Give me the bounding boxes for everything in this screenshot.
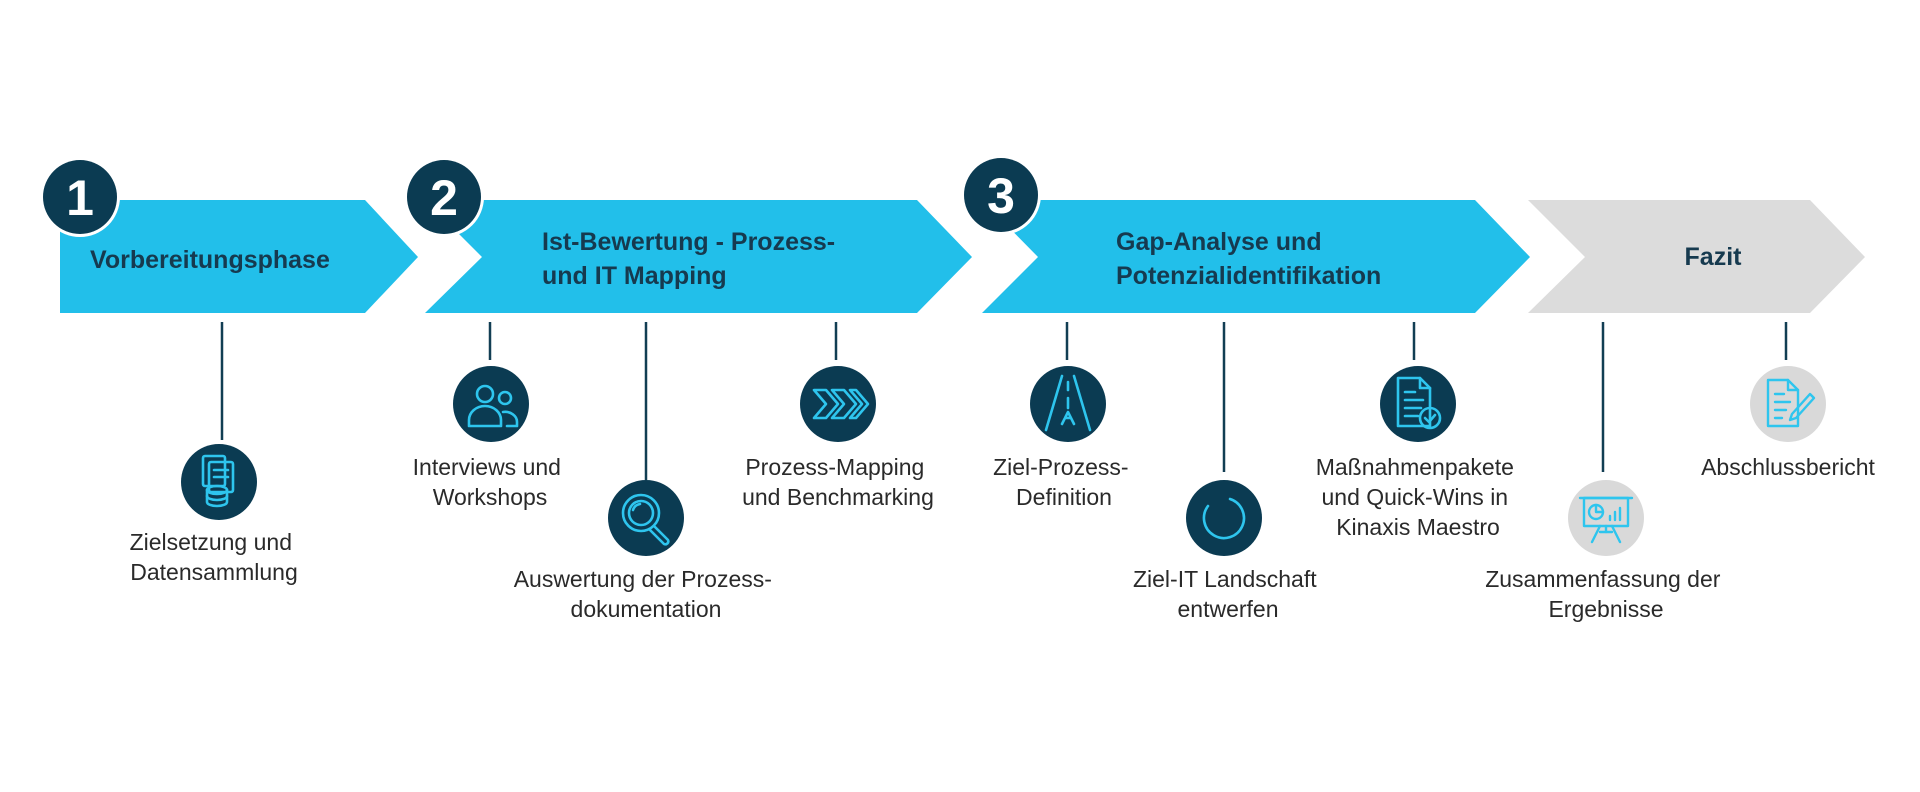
document-pen-icon: [1750, 366, 1826, 442]
step-label-zielsetzung: Zielsetzung und Datensammlung: [130, 529, 299, 585]
phase-2-arrow: [425, 200, 972, 313]
checklist-document-icon: [1380, 366, 1456, 442]
step-label-massnahmen: Maßnahmenpakete und Quick-Wins in Kinaxi…: [1316, 454, 1521, 540]
phase-2-number-badge: 2: [404, 157, 484, 237]
step-label-abschlussbericht: Abschlussbericht: [1701, 454, 1875, 480]
double-chevron-icon: [800, 366, 876, 442]
document-database-icon: [181, 444, 257, 520]
step-label-interviews: Interviews und Workshops: [413, 454, 568, 510]
svg-text:3: 3: [987, 168, 1015, 224]
step-label-ziel-it: Ziel-IT Landschaft entwerfen: [1133, 566, 1323, 622]
ring-icon: [1186, 480, 1262, 556]
phase-3-arrow: [982, 200, 1530, 313]
phase-1-number-badge: 1: [40, 157, 120, 237]
phase-2-title: Ist-Bewertung - Prozess- und IT Mapping: [542, 228, 842, 290]
phase-1-arrow: [60, 200, 418, 313]
magnifier-icon: [608, 480, 684, 556]
phase-3-title: Gap-Analyse und Potenzialidentifikation: [1116, 228, 1381, 290]
road-icon: [1030, 366, 1106, 442]
phase-4-arrow: [1528, 200, 1865, 313]
svg-text:1: 1: [66, 170, 94, 226]
phase-4-title: Fazit: [1685, 243, 1743, 271]
phase-1-title: Vorbereitungsphase: [90, 246, 330, 274]
step-label-prozess-mapping: Prozess-Mapping und Benchmarking: [742, 454, 934, 510]
svg-text:2: 2: [430, 170, 458, 226]
people-icon: [453, 366, 529, 442]
phase-3-number-badge: 3: [961, 155, 1041, 235]
presentation-board-icon: [1568, 480, 1644, 556]
step-label-ziel-prozess: Ziel-Prozess- Definition: [993, 454, 1135, 510]
step-label-auswertung: Auswertung der Prozess- dokumentation: [514, 566, 779, 622]
step-label-zusammenfassung: Zusammenfassung der Ergebnisse: [1485, 566, 1727, 622]
